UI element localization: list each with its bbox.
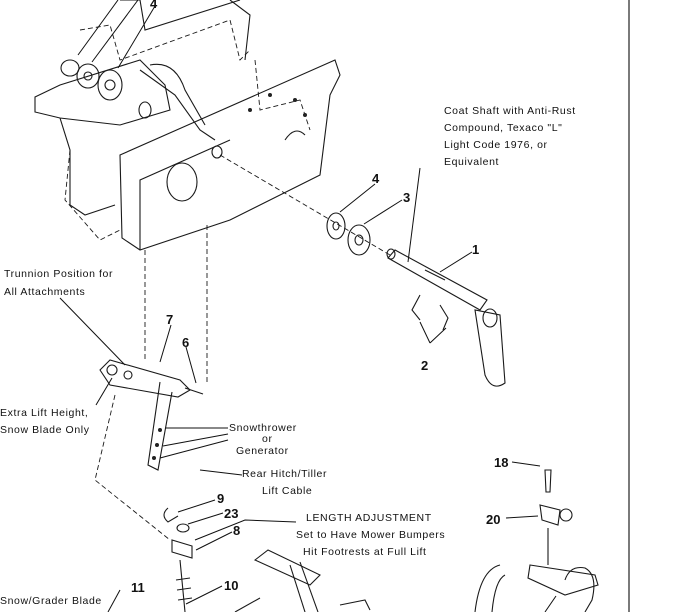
leader-lines	[59, 0, 557, 612]
part-number-2: 2	[421, 358, 428, 373]
label-snowthrower: Snowthrower or Generator	[229, 422, 297, 457]
part-number-4-top: 4	[150, 0, 158, 11]
part-number-9: 9	[217, 491, 224, 506]
extra-lift-line-2: Snow Blade Only	[0, 424, 90, 436]
coat-shaft-line-4: Equivalent	[444, 156, 499, 168]
clip-pin-set	[163, 507, 193, 612]
rear-hitch-line-2: Lift Cable	[262, 485, 312, 497]
frame-assembly	[34, 0, 341, 251]
label-rear-hitch: Rear Hitch/Tiller Lift Cable	[242, 468, 327, 497]
shaft-centerline	[219, 154, 391, 256]
part-number-10: 10	[224, 578, 238, 593]
snowthrower-line-2: or	[262, 433, 273, 445]
coat-shaft-line-2: Compound, Texaco "L"	[444, 122, 563, 134]
coat-shaft-line-1: Coat Shaft with Anti-Rust	[444, 105, 576, 117]
lift-shaft	[386, 248, 506, 387]
length-adjustment-line-2: Set to Have Mower Bumpers	[296, 529, 445, 541]
washer-set	[326, 212, 371, 256]
length-adjustment-title: LENGTH ADJUSTMENT	[306, 512, 432, 524]
part-number-4: 4	[372, 171, 380, 186]
rear-hitch-line-1: Rear Hitch/Tiller	[242, 468, 327, 480]
part-number-8: 8	[233, 523, 240, 538]
label-snow-grader: Snow/Grader Blade	[0, 595, 102, 607]
extra-lift-line-1: Extra Lift Height,	[0, 407, 88, 419]
part-number-1: 1	[472, 242, 479, 257]
snowthrower-line-3: Generator	[236, 445, 289, 457]
part-number-18: 18	[494, 455, 508, 470]
label-trunnion: Trunnion Position for All Attachments	[4, 268, 113, 298]
part-number-7: 7	[166, 312, 173, 327]
coat-shaft-line-3: Light Code 1976, or	[444, 139, 548, 151]
trunnion-line-2: All Attachments	[4, 286, 85, 298]
label-coat-shaft: Coat Shaft with Anti-Rust Compound, Texa…	[444, 105, 576, 168]
bracket-assembly	[527, 469, 599, 612]
part-number-11: 11	[131, 580, 145, 595]
part-number-6: 6	[182, 335, 189, 350]
snowthrower-line-1: Snowthrower	[229, 422, 297, 434]
label-length-adjustment: LENGTH ADJUSTMENT Set to Have Mower Bump…	[296, 512, 445, 558]
trunnion-lever	[99, 359, 204, 471]
lower-weldment	[234, 549, 506, 612]
trunnion-line-1: Trunnion Position for	[4, 268, 113, 280]
part-number-3: 3	[403, 190, 410, 205]
label-extra-lift: Extra Lift Height, Snow Blade Only	[0, 407, 90, 436]
part-number-20: 20	[486, 512, 500, 527]
part-number-callouts: 4 4 3 1 2 7 6 9 23 8 10 11 18 20	[131, 0, 508, 595]
length-adjustment-line-3: Hit Footrests at Full Lift	[303, 546, 427, 558]
part-number-23: 23	[224, 506, 238, 521]
